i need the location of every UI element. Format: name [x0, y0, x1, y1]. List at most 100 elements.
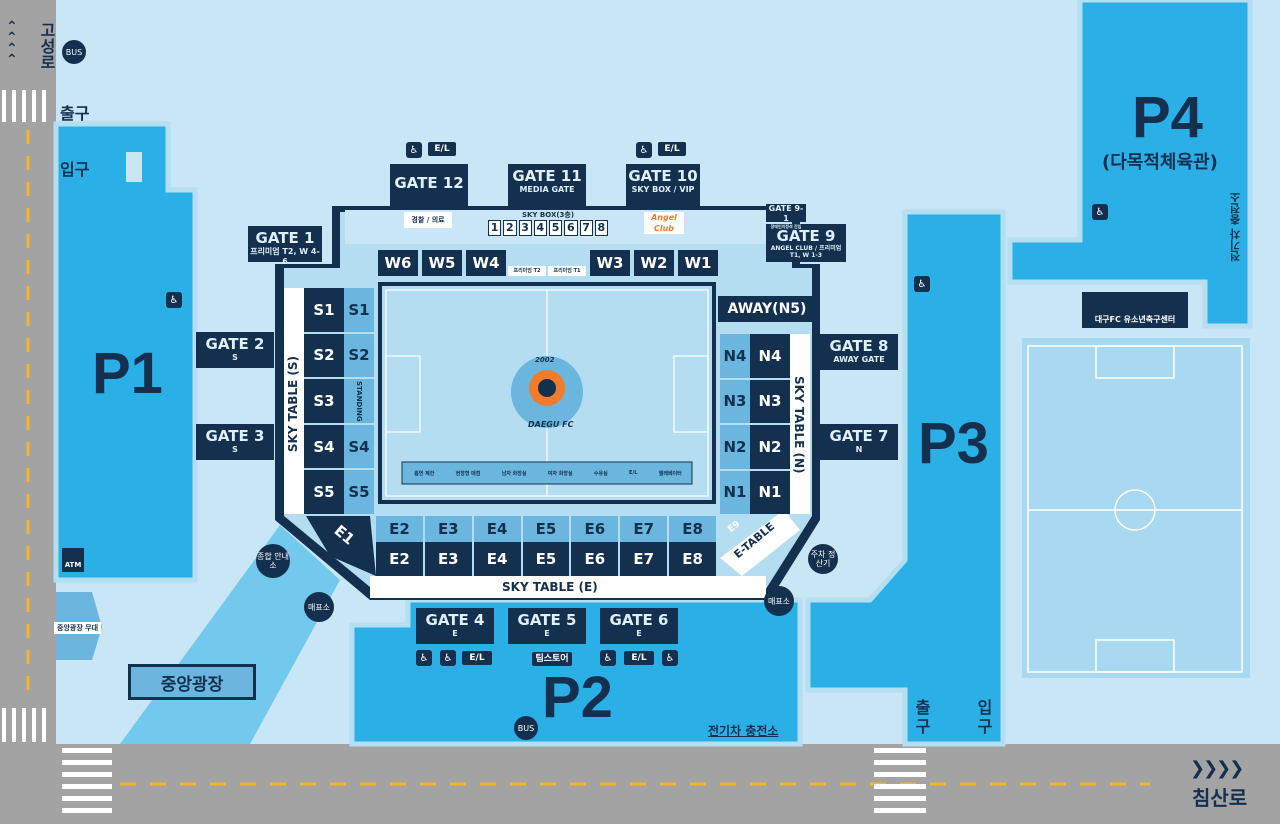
section-s4-s-lower[interactable]: S4: [344, 424, 374, 469]
section-s5-s-upper[interactable]: S5: [304, 470, 344, 514]
section-n3-n-upper[interactable]: N3: [750, 379, 790, 423]
legend-item: E/L: [629, 470, 638, 476]
skybox-7[interactable]: 7: [579, 220, 593, 236]
parking-p4-area: [1007, 0, 1253, 329]
section-e5-e-upper[interactable]: E5: [522, 516, 570, 542]
section-w4[interactable]: W4: [466, 250, 506, 276]
section-n4-n-upper[interactable]: N4: [750, 334, 790, 378]
skybox-6[interactable]: 6: [564, 220, 578, 236]
section-e4-e-upper[interactable]: E4: [473, 516, 521, 542]
exit-label-top: 출구: [60, 104, 90, 123]
sky-table-e-label[interactable]: SKY TABLE (E): [502, 580, 598, 594]
legend-item: 엘레베이터: [658, 470, 682, 477]
crosswalk-bottom-left: [62, 748, 112, 813]
skybox-1[interactable]: 1: [488, 220, 502, 236]
section-s5-s-lower[interactable]: S5: [344, 470, 374, 514]
section-e2-e-lower[interactable]: E2: [376, 542, 423, 576]
section-e6-e-lower[interactable]: E6: [571, 542, 619, 576]
section-e4-e-lower[interactable]: E4: [473, 542, 521, 576]
section-w3[interactable]: W3: [590, 250, 630, 276]
parking-pay-machine[interactable]: 주차 정산기: [808, 544, 838, 574]
section-n3-n-lower[interactable]: N3: [720, 379, 750, 423]
section-n2-n-lower[interactable]: N2: [720, 425, 750, 469]
section-e8-e-lower[interactable]: E8: [669, 542, 717, 576]
legend-item: 흡연 제한: [414, 470, 435, 477]
section-s1-s-lower[interactable]: S1: [344, 288, 374, 332]
section-n2-n-upper[interactable]: N2: [750, 425, 790, 469]
crosswalk-bottom-right: [874, 748, 926, 813]
section-w2[interactable]: W2: [634, 250, 674, 276]
gate-4-label: GATE 4: [425, 611, 485, 629]
skybox-3[interactable]: 3: [518, 220, 532, 236]
central-plaza[interactable]: 중앙광장: [128, 664, 256, 700]
wheelchair-icon: ♿: [636, 142, 652, 158]
info-center[interactable]: 종합 안내소: [256, 544, 290, 578]
section-e7-e-lower[interactable]: E7: [620, 542, 668, 576]
section-s1-s-upper[interactable]: S1: [304, 288, 344, 332]
e-table: [720, 510, 800, 576]
sky-table-n-label[interactable]: SKY TABLE (N): [792, 376, 806, 474]
skybox-5[interactable]: 5: [549, 220, 563, 236]
section-n1-n-lower[interactable]: N1: [720, 470, 750, 514]
gate-2-sub: S: [232, 353, 238, 362]
sky-table-s-label[interactable]: SKY TABLE (S): [286, 356, 300, 453]
section-e3-e-lower[interactable]: E3: [424, 542, 472, 576]
skybox-4[interactable]: 4: [533, 220, 547, 236]
section-s2-s-upper[interactable]: S2: [304, 333, 344, 378]
section-s4-s-upper[interactable]: S4: [304, 424, 344, 469]
gate-10-label: GATE 10: [628, 167, 698, 185]
gate-9-1-label: GATE 9-1: [768, 204, 804, 223]
parking-p4-subtitle: (다목적체육관): [1102, 152, 1218, 173]
skybox-2[interactable]: 2: [503, 220, 517, 236]
section-w1[interactable]: W1: [678, 250, 718, 276]
atm-icon: ATM: [62, 548, 84, 572]
gate-6-sub: E: [636, 629, 642, 638]
gate-11-sub: MEDIA GATE: [519, 185, 575, 194]
wheelchair-icon: ♿: [662, 650, 678, 666]
team-store[interactable]: 팀스토어: [532, 652, 572, 666]
section-standing-s-lower[interactable]: STANDING: [344, 379, 374, 423]
section-e2-e-upper[interactable]: E2: [376, 516, 423, 542]
road-chimsan: 침산로: [1192, 786, 1248, 810]
skybox-8[interactable]: 8: [594, 220, 608, 236]
section-n4-n-lower[interactable]: N4: [720, 334, 750, 378]
premium-t1: 프리미엄 T1: [548, 266, 586, 276]
section-s3-s-upper[interactable]: S3: [304, 379, 344, 423]
parking-p1-area: [53, 121, 198, 583]
gate-12[interactable]: GATE 12: [390, 164, 468, 206]
section-w5[interactable]: W5: [422, 250, 462, 276]
section-s2-s-lower[interactable]: S2: [344, 333, 374, 378]
section-e5-e-lower[interactable]: E5: [522, 542, 570, 576]
ticket-office-2[interactable]: 매표소: [764, 586, 794, 616]
logo-text: DAEGU FC: [528, 420, 574, 429]
gate-10-sub: SKY BOX / VIP: [631, 185, 695, 194]
youth-center[interactable]: 대구FC 유소년축구센터: [1082, 292, 1188, 328]
section-e3-e-upper[interactable]: E3: [424, 516, 472, 542]
police-medical: 경찰 / 의료: [404, 212, 452, 228]
ticket-office-1[interactable]: 매표소: [304, 592, 334, 622]
wheelchair-icon: ♿: [166, 292, 182, 308]
section-e8-e-upper[interactable]: E8: [669, 516, 717, 542]
section-n1-n-upper[interactable]: N1: [750, 470, 790, 514]
section-e7-e-upper[interactable]: E7: [620, 516, 668, 542]
section-away-n5[interactable]: AWAY(N5): [718, 296, 816, 322]
section-w6[interactable]: W6: [378, 250, 418, 276]
section-e6-e-upper[interactable]: E6: [571, 516, 619, 542]
